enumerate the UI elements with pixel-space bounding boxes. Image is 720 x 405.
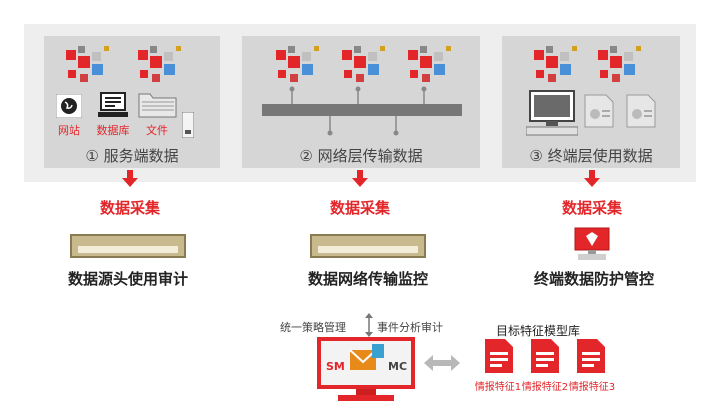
function-label-source-audit: 数据源头使用审计 <box>67 270 188 288</box>
feature-label-3: 情报特征3 <box>568 382 616 393</box>
cube-cluster-icon <box>408 46 451 82</box>
model-library-title: 目标特征模型库 <box>496 324 581 338</box>
feature-label-2: 情报特征2 <box>521 382 569 393</box>
panel-label-network-data: ② 网络层传输数据 <box>299 147 423 165</box>
document-icon <box>626 94 656 128</box>
item-label-file: 文件 <box>146 124 168 137</box>
network-bus-diagram <box>262 86 462 136</box>
function-label-terminal-control: 终端数据防护管控 <box>533 270 654 288</box>
website-globe-icon <box>56 94 82 118</box>
item-label-database: 数据库 <box>96 124 130 137</box>
feature-document-icon <box>485 339 513 373</box>
panel-label-server-data: ① 服务端数据 <box>85 147 179 165</box>
feature-document-icon <box>577 339 605 373</box>
down-arrow-icon <box>584 170 600 187</box>
server-tower-icon <box>182 112 194 138</box>
cube-cluster-icon <box>534 46 577 82</box>
audit-appliance <box>70 234 186 258</box>
function-label-network-monitor: 数据网络传输监控 <box>307 270 428 288</box>
feature-label-1: 情报特征1 <box>474 382 522 393</box>
bidirectional-vertical-arrow-icon <box>365 313 373 337</box>
panel-label-terminal-data: ③ 终端层使用数据 <box>529 147 653 165</box>
cube-cluster-icon <box>138 46 181 82</box>
item-label-website: 网站 <box>58 124 80 137</box>
cube-cluster-icon <box>66 46 109 82</box>
down-arrow-icon <box>122 170 138 187</box>
console-icon-label-mc: MC <box>388 360 408 373</box>
cube-cluster-icon <box>342 46 385 82</box>
collection-label-2: 数据采集 <box>329 199 390 217</box>
policy-management-label: 统一策略管理 <box>280 321 346 334</box>
cube-cluster-icon <box>598 46 641 82</box>
protected-terminal-icon <box>574 227 610 260</box>
management-console-icon <box>317 337 415 401</box>
collection-label-3: 数据采集 <box>561 199 622 217</box>
document-icon <box>584 94 614 128</box>
feature-document-icon <box>531 339 559 373</box>
console-icon-label-sm: SM <box>326 360 345 373</box>
event-audit-label: 事件分析审计 <box>377 321 443 334</box>
database-monitor-icon <box>98 92 128 117</box>
desktop-computer-icon <box>526 90 578 136</box>
file-folder-icon <box>138 93 177 118</box>
cube-cluster-icon <box>276 46 319 82</box>
down-arrow-icon <box>352 170 368 187</box>
bidirectional-horizontal-arrow-icon <box>424 355 460 371</box>
collection-label-1: 数据采集 <box>99 199 160 217</box>
monitor-appliance <box>310 234 426 258</box>
